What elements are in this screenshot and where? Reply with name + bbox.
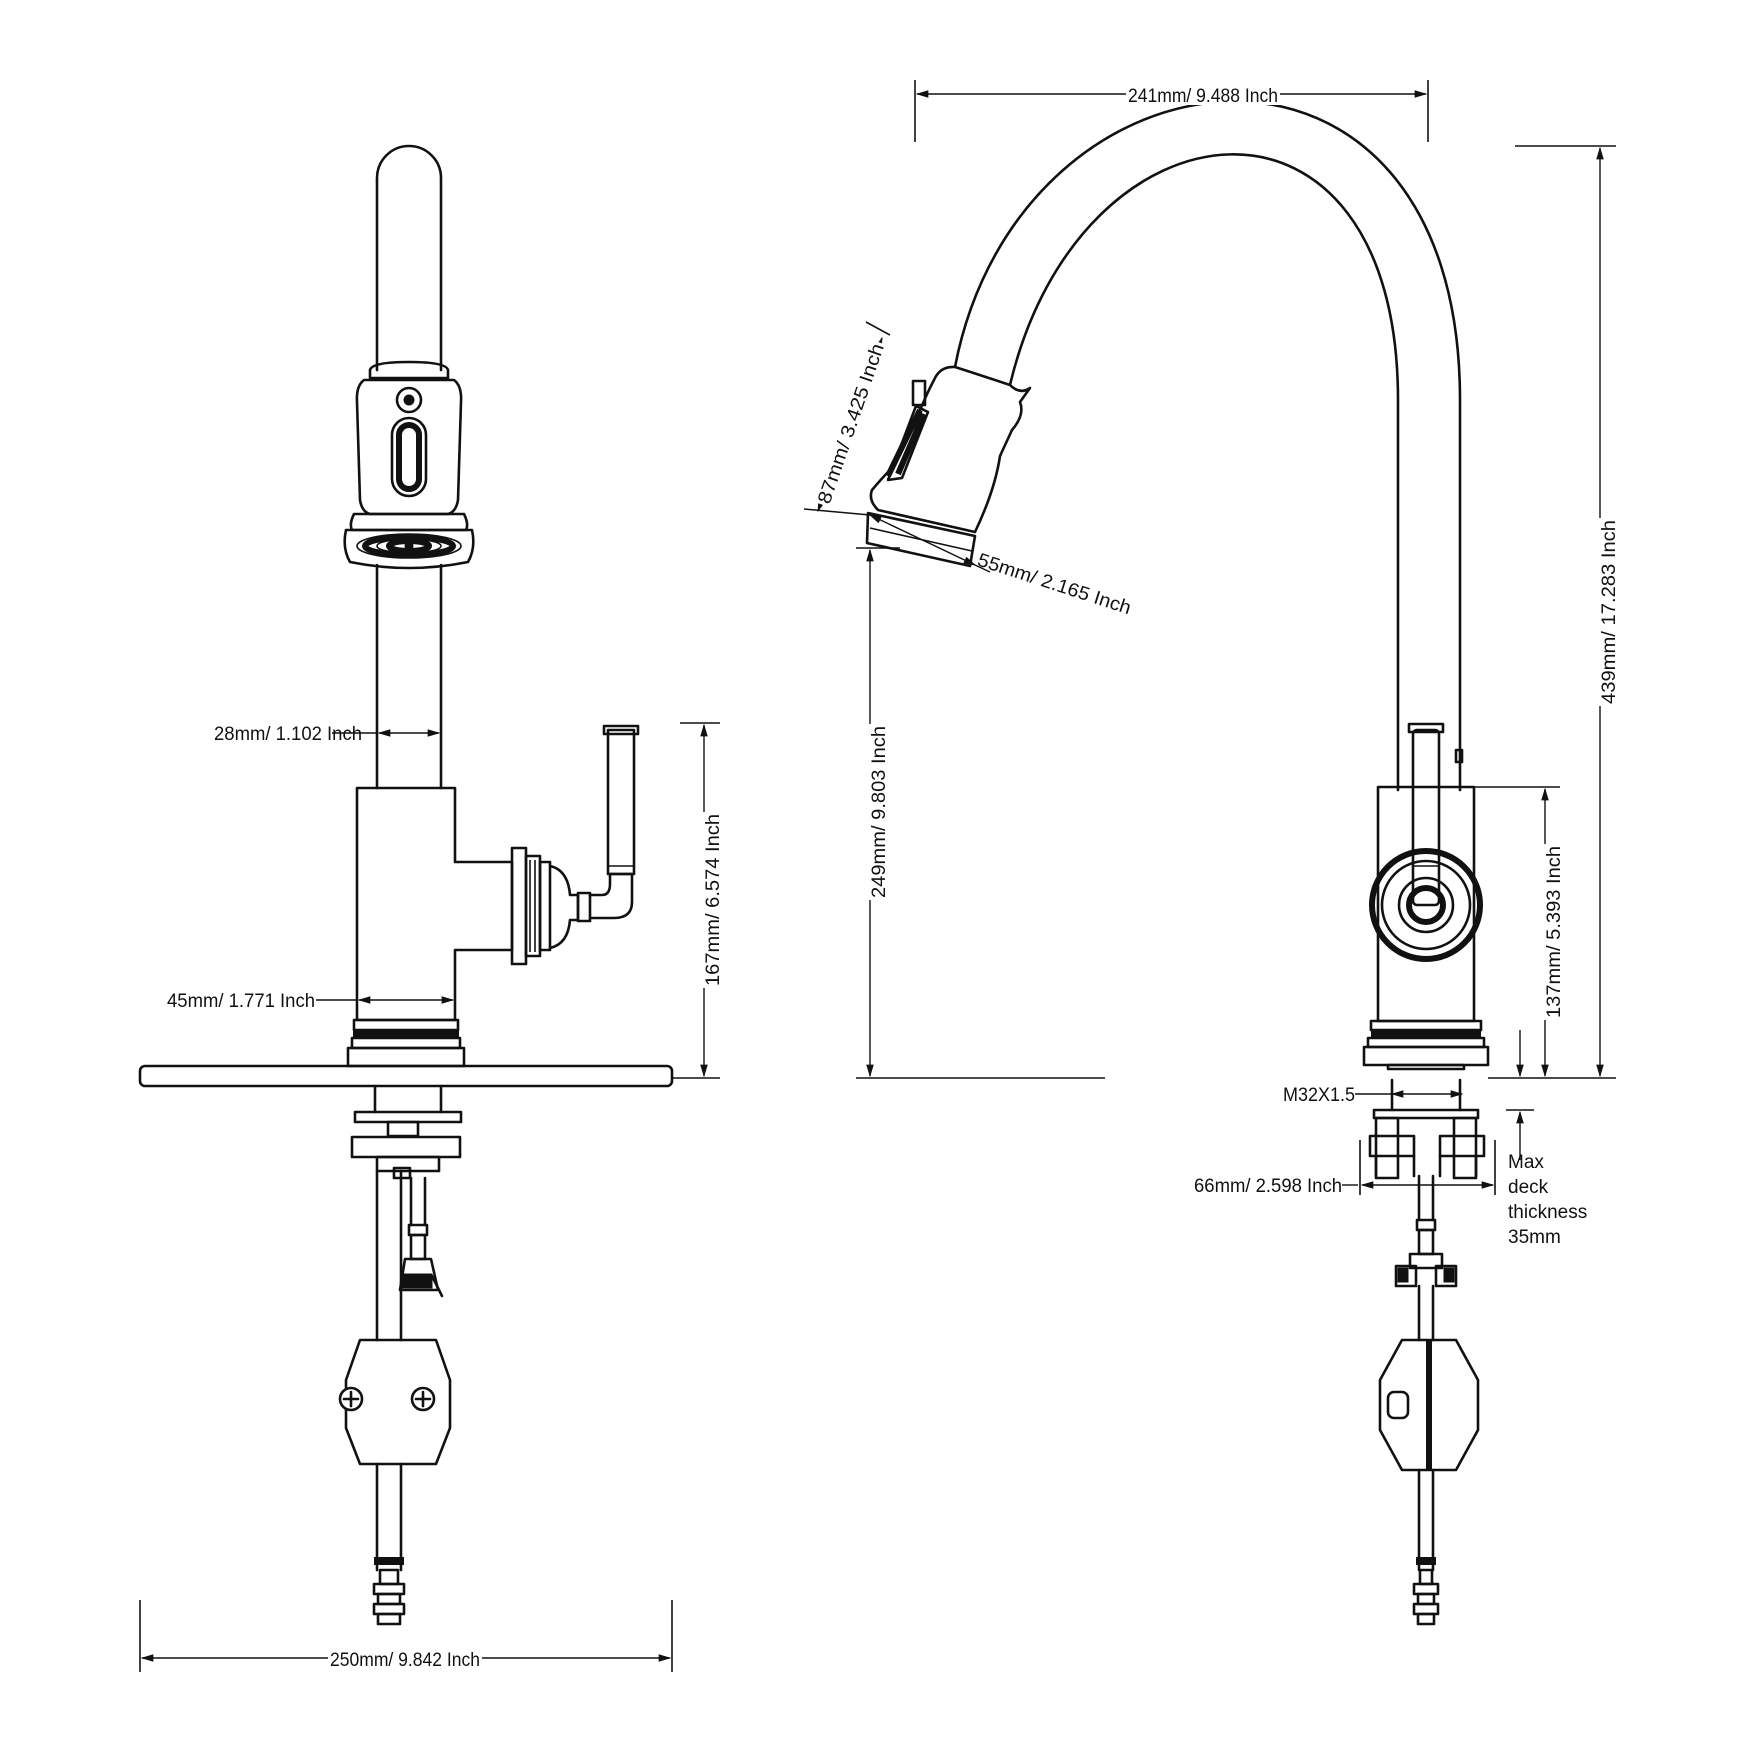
side-mounting-hardware bbox=[1368, 1078, 1486, 1342]
front-base-rings bbox=[346, 1018, 466, 1068]
deck-plate-width-label: 250mm/ 9.842 Inch bbox=[330, 1650, 480, 1671]
sprayer-face-label: 55mm/ 2.165 Inch bbox=[975, 550, 1134, 619]
shank-width-label: 66mm/ 2.598 Inch bbox=[1194, 1176, 1342, 1197]
svg-text:deck: deck bbox=[1508, 1177, 1549, 1198]
handle-height-label: 167mm/ 6.574 Inch bbox=[703, 814, 724, 986]
side-spray-head bbox=[869, 365, 1032, 534]
side-spray-button-icon bbox=[885, 379, 930, 482]
front-handle-grip bbox=[606, 728, 636, 876]
side-spout-outer bbox=[953, 100, 1462, 792]
body-height-label: 137mm/ 5.393 Inch bbox=[1544, 846, 1565, 1018]
front-screw-right-icon bbox=[410, 1386, 436, 1412]
svg-text:Max: Max bbox=[1508, 1152, 1544, 1173]
side-spout-inner bbox=[1008, 153, 1400, 792]
front-spray-ring bbox=[349, 512, 469, 532]
side-hose-fitting bbox=[1412, 1557, 1440, 1626]
front-spray-nozzle-icon bbox=[356, 533, 462, 559]
front-spray-button-icon bbox=[390, 386, 428, 498]
side-hose-weight bbox=[1378, 1338, 1480, 1472]
front-deck-plate bbox=[138, 1064, 674, 1088]
body-width-label: 45mm/ 1.771 Inch bbox=[167, 991, 315, 1012]
side-weight-button-icon bbox=[1386, 1390, 1410, 1420]
outlet-height-label: 249mm/ 9.803 Inch bbox=[869, 726, 890, 898]
total-height-label: 439mm/ 17.283 Inch bbox=[1599, 520, 1620, 704]
pipe-diameter-label: 28mm/ 1.102 Inch bbox=[214, 724, 362, 745]
front-screw-left-icon bbox=[338, 1386, 364, 1412]
spout-reach-label: 241mm/ 9.488 Inch bbox=[1128, 86, 1278, 107]
svg-text:thickness: thickness bbox=[1508, 1202, 1587, 1223]
side-handle-lever bbox=[1411, 728, 1441, 907]
side-handle-icon bbox=[1369, 848, 1483, 962]
thread-size-label: M32X1.5 bbox=[1283, 1085, 1355, 1106]
front-handle-cap bbox=[602, 724, 640, 736]
max-deck-thickness-note: Max deck thickness 35mm bbox=[1508, 1152, 1587, 1248]
side-base-rings bbox=[1362, 1019, 1490, 1071]
front-body bbox=[355, 786, 514, 1022]
dimension-labels: 241mm/ 9.488 Inch 439mm/ 17.283 Inch 249… bbox=[167, 83, 1620, 1671]
front-view bbox=[138, 144, 674, 1626]
front-handle-base bbox=[510, 846, 592, 966]
front-hose-fitting bbox=[372, 1557, 406, 1626]
front-spray-collar bbox=[368, 360, 450, 380]
side-view bbox=[865, 100, 1490, 1626]
front-handle-lever bbox=[588, 872, 634, 920]
front-mounting-hardware bbox=[350, 1084, 463, 1342]
svg-text:35mm: 35mm bbox=[1508, 1227, 1561, 1248]
front-upper-pipe bbox=[375, 144, 443, 372]
front-spray-face bbox=[343, 528, 475, 570]
